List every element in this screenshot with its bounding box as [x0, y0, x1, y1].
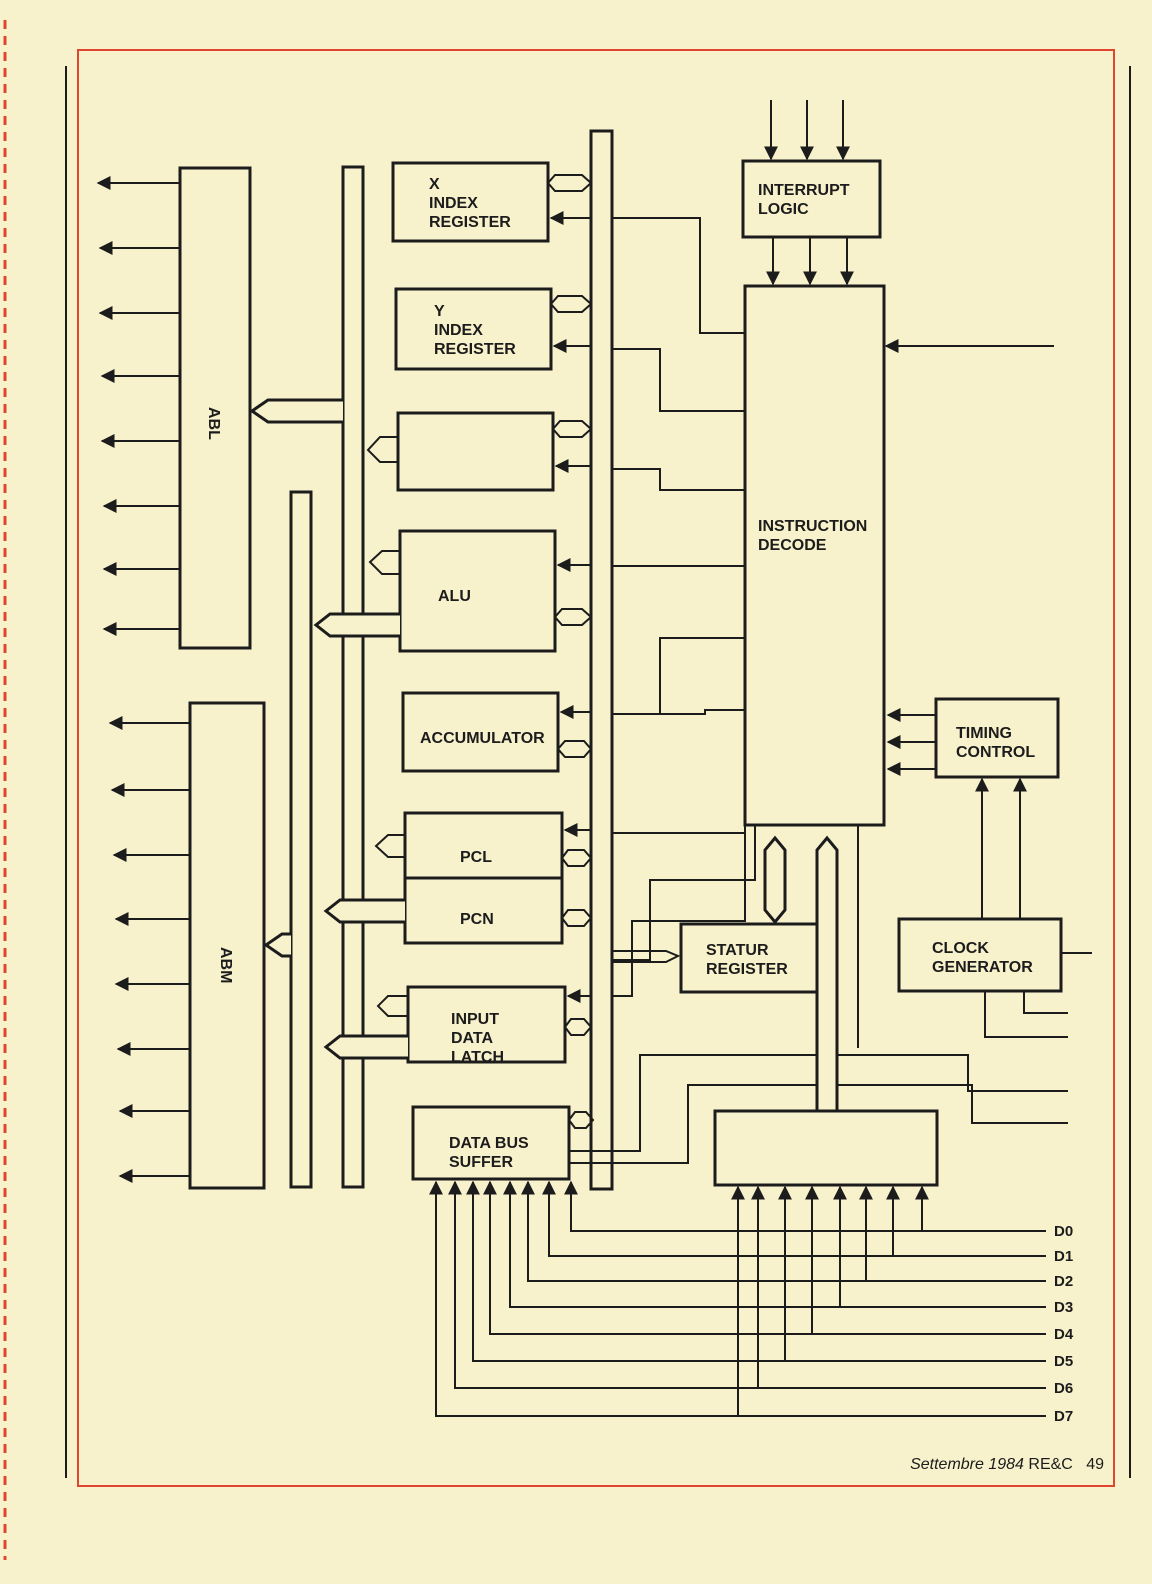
input-latch-label-2: DATA	[451, 1030, 494, 1047]
data-bus-label-1: DATA BUS	[449, 1135, 529, 1152]
abl-output-arrows	[96, 176, 180, 636]
register-load-arrows	[549, 211, 591, 1003]
bus-transceiver-block	[713, 1109, 939, 1187]
alu-block	[398, 529, 557, 653]
instruction-label-1: INSTRUCTION	[758, 518, 867, 535]
instruction-label-2: DECODE	[758, 537, 827, 554]
interrupt-label-2: LOGIC	[758, 201, 809, 218]
interrupt-label-1: INTERRUPT	[758, 182, 850, 199]
accumulator-label: ACCUMULATOR	[420, 730, 545, 747]
x-index-label-2: INDEX	[429, 195, 478, 212]
data-line-d3: D3	[1054, 1299, 1073, 1316]
interrupt-input-arrows	[764, 100, 850, 161]
abl-label: ABL	[205, 407, 222, 440]
data-bus-buffer-block	[411, 1105, 571, 1181]
abm-label: ABM	[217, 947, 234, 983]
data-line-d5: D5	[1054, 1353, 1073, 1370]
abl-block	[178, 166, 252, 650]
alu-label: ALU	[438, 588, 471, 605]
interrupt-logic-block	[741, 159, 882, 239]
footer-issue: Settembre 1984	[910, 1456, 1024, 1473]
pcl-label: PCL	[460, 849, 492, 866]
address-bus-high	[341, 165, 365, 1189]
clock-generator-block	[897, 917, 1063, 993]
register-address-low-links	[313, 612, 408, 1060]
timing-to-decode-arrows	[886, 708, 936, 776]
x-index-label-3: REGISTER	[429, 214, 511, 231]
page-footer: Settembre 1984 RE&C 49	[910, 1456, 1104, 1474]
abm-output-arrows	[108, 716, 190, 1183]
abl-bus-tap	[249, 398, 343, 424]
transceiver-inputs	[731, 1185, 929, 1200]
y-index-label-1: Y	[434, 303, 445, 320]
x-index-label-1: X	[429, 176, 440, 193]
data-bus	[589, 129, 614, 1191]
x-index-register	[391, 161, 550, 243]
data-line-d7: D7	[1054, 1408, 1073, 1425]
pcn-label: PCN	[460, 911, 494, 928]
y-index-label-2: INDEX	[434, 322, 483, 339]
instruction-decode-block	[743, 284, 886, 827]
clock-outputs	[984, 952, 1092, 1038]
decode-bus-link	[815, 835, 839, 1113]
y-index-label-3: REGISTER	[434, 341, 516, 358]
input-data-latch-block	[406, 985, 567, 1064]
data-line-d2: D2	[1054, 1273, 1073, 1290]
timing-label-2: CONTROL	[956, 744, 1035, 761]
decode-status-link	[763, 835, 787, 925]
pcl-block	[403, 811, 564, 880]
clock-to-timing-arrows	[975, 777, 1027, 919]
status-label-1: STATUR	[706, 942, 769, 959]
interrupt-to-decode-arrows	[766, 237, 854, 286]
input-latch-label-3: LATCH	[451, 1049, 504, 1066]
data-line-d6: D6	[1054, 1380, 1073, 1397]
address-bus-low	[289, 490, 313, 1189]
timing-label-1: TIMING	[956, 725, 1012, 742]
register-address-links	[366, 436, 408, 1017]
status-data-link	[612, 950, 681, 963]
y-index-register	[394, 287, 553, 371]
timing-control-block	[934, 697, 1060, 779]
accumulator-block	[401, 691, 560, 773]
stack-register	[396, 411, 555, 492]
clock-label-2: GENERATOR	[932, 959, 1033, 976]
page-frame	[77, 49, 1115, 1487]
data-bus-buffer-inputs	[429, 1180, 578, 1200]
data-line-wiring	[435, 1189, 1046, 1417]
data-bus-label-2: SUFFER	[449, 1154, 513, 1171]
data-line-d4: D4	[1054, 1326, 1074, 1343]
footer-magazine: RE&C	[1028, 1456, 1073, 1473]
data-line-d0: D0	[1054, 1223, 1073, 1240]
data-line-d1: D1	[1054, 1248, 1073, 1265]
register-data-links	[546, 174, 595, 1129]
footer-page-number: 49	[1086, 1456, 1104, 1473]
clock-label-1: CLOCK	[932, 940, 989, 957]
abm-bus-tap	[263, 932, 291, 958]
abm-block	[188, 701, 266, 1190]
input-latch-label-1: INPUT	[451, 1011, 499, 1028]
status-label-2: REGISTER	[706, 961, 788, 978]
